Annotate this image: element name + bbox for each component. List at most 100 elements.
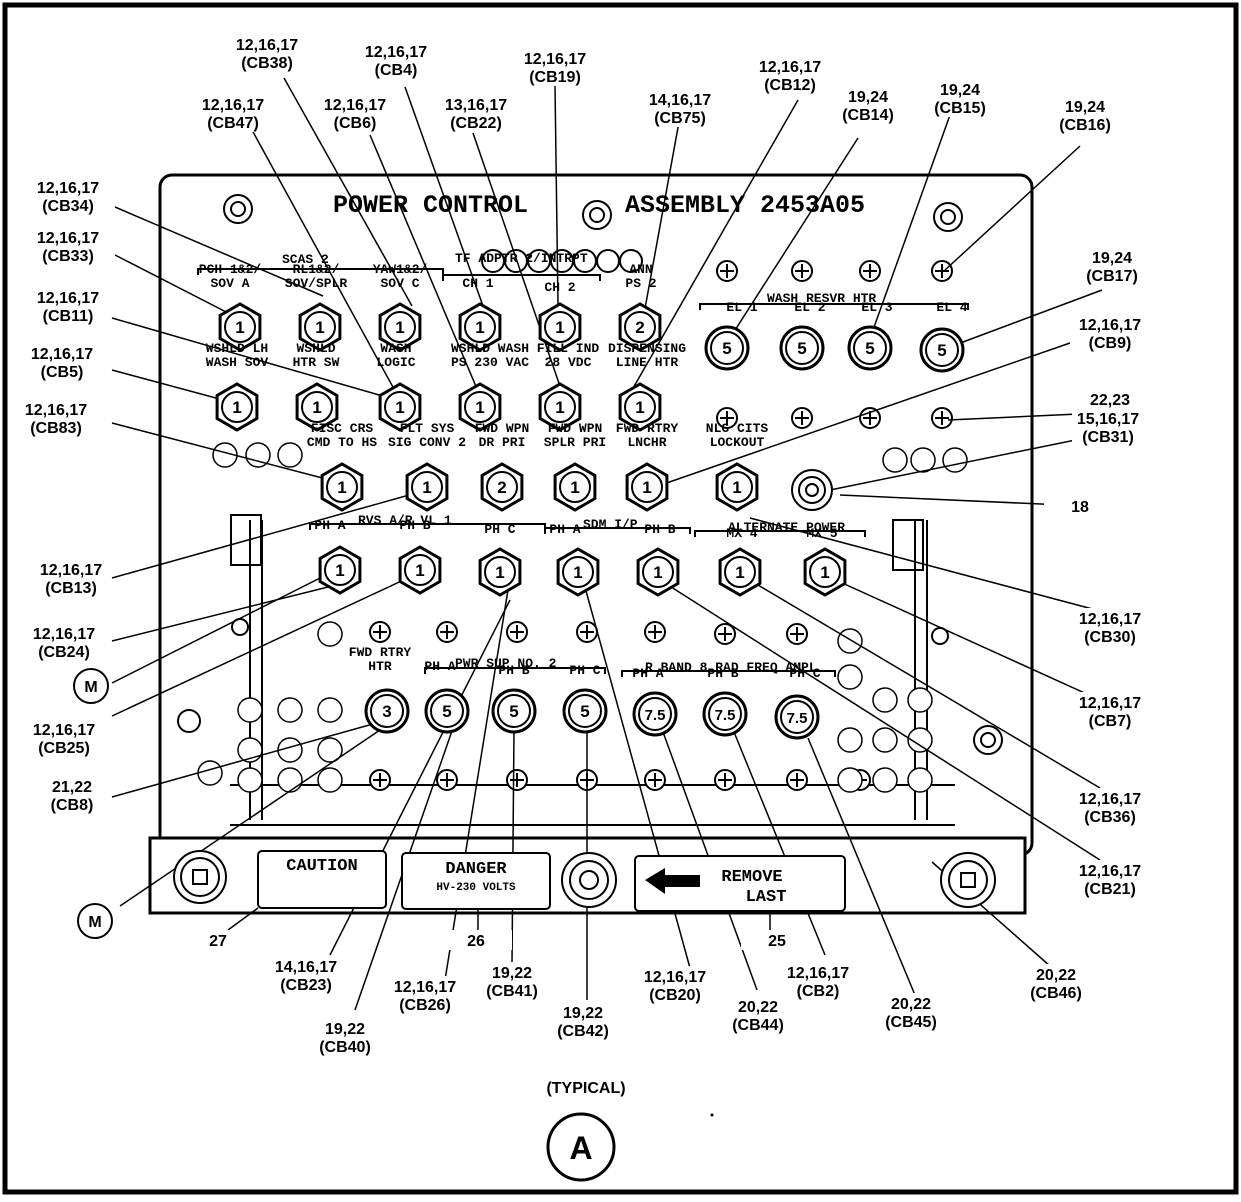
circuit-breaker-r4-f[interactable]: 1 bbox=[718, 547, 762, 597]
vent-hole bbox=[277, 442, 303, 468]
vent-hole bbox=[907, 727, 933, 753]
callout-cb: (CB22) bbox=[450, 115, 502, 132]
breaker-label-line1: FWD RTRY bbox=[349, 645, 412, 660]
circuit-breaker-r5-e[interactable]: 7.5 bbox=[632, 691, 678, 737]
vent-hole bbox=[317, 767, 343, 793]
circuit-breaker-r3-e[interactable]: 1 bbox=[625, 462, 669, 512]
screw-head bbox=[369, 621, 391, 643]
callout-18: 18 bbox=[1044, 496, 1116, 516]
callout-refs: 12,16,17 bbox=[202, 97, 264, 114]
callout-cb: (CB8) bbox=[51, 797, 94, 814]
vent-hole bbox=[277, 697, 303, 723]
vent-hole bbox=[837, 727, 863, 753]
circuit-breaker-r2-e[interactable]: 1 bbox=[538, 382, 582, 432]
callout-refs: 14,16,17 bbox=[275, 959, 337, 976]
circuit-breaker-r5-b[interactable]: 5 bbox=[424, 688, 470, 734]
top-hole-row bbox=[481, 249, 643, 273]
circuit-breaker-r1-c[interactable]: 1 bbox=[378, 302, 422, 352]
breaker-rating: 5 bbox=[442, 702, 451, 721]
circuit-breaker-r2-c[interactable]: 1 bbox=[378, 382, 422, 432]
circuit-breaker-r3-f[interactable]: 1 bbox=[715, 462, 759, 512]
callout-cb40: 19,22(CB40) bbox=[309, 1018, 381, 1056]
circuit-breaker-r4-e[interactable]: 1 bbox=[636, 547, 680, 597]
circuit-breaker-r5-g[interactable]: 7.5 bbox=[774, 694, 820, 740]
callout-refs: 21,22 bbox=[52, 779, 92, 796]
callout-cb5: 12,16,17(CB5) bbox=[26, 343, 98, 381]
circuit-breaker-r4-a[interactable]: 1 bbox=[318, 545, 362, 595]
callout-cb: (CB41) bbox=[486, 983, 538, 1000]
breaker-label-line2: LOCKOUT bbox=[710, 435, 765, 450]
vent-hole bbox=[882, 447, 908, 473]
callout-refs: 19,22 bbox=[492, 965, 532, 982]
circuit-breaker-r2-d[interactable]: 1 bbox=[458, 382, 502, 432]
callout-cb: (CB47) bbox=[207, 115, 259, 132]
breaker-rating: 5 bbox=[797, 339, 806, 358]
breaker-label-line2: PH B bbox=[644, 522, 675, 537]
breaker-label-line2: PH B bbox=[707, 666, 738, 681]
vent-hole bbox=[872, 687, 898, 713]
circuit-breaker-r1-a[interactable]: 1 bbox=[218, 302, 262, 352]
screw-head bbox=[436, 769, 458, 791]
callout-refs: 12,16,17 bbox=[644, 969, 706, 986]
circuit-breaker-r3-d[interactable]: 1 bbox=[553, 462, 597, 512]
circuit-breaker-r1-d[interactable]: 1 bbox=[458, 302, 502, 352]
callout-annotations: 12,16,17(CB38)12,16,17(CB4)12,16,17(CB19… bbox=[20, 34, 1148, 1056]
circuit-breaker-r3-b[interactable]: 1 bbox=[405, 462, 449, 512]
breaker-label-line2: MX 5 bbox=[806, 526, 837, 541]
circuit-breaker-r1-f[interactable]: 2 bbox=[618, 302, 662, 352]
circuit-breaker-r5-f[interactable]: 7.5 bbox=[702, 691, 748, 737]
circuit-breaker-el-3[interactable]: 5 bbox=[847, 325, 893, 371]
circuit-breaker-r2-b[interactable]: 1 bbox=[295, 382, 339, 432]
breaker-rating: 1 bbox=[573, 563, 582, 582]
leader-line bbox=[111, 317, 394, 400]
callout-cb: (CB7) bbox=[1089, 713, 1132, 730]
circuit-breaker-r1-b[interactable]: 1 bbox=[298, 302, 342, 352]
circuit-breaker-r4-g[interactable]: 1 bbox=[803, 547, 847, 597]
breaker-label-line2: LINE HTR bbox=[616, 355, 679, 370]
callout-cb83: 12,16,17(CB83) bbox=[20, 399, 92, 437]
callout-refs: 12,16,17 bbox=[1079, 611, 1141, 628]
breaker-rating: 1 bbox=[235, 318, 244, 337]
breaker-label-line2: SOV A bbox=[210, 276, 249, 291]
circuit-breaker-r4-b[interactable]: 1 bbox=[398, 545, 442, 595]
circuit-breaker-r5-d[interactable]: 5 bbox=[562, 688, 608, 734]
leader-line bbox=[472, 132, 563, 393]
callout-refs: 12,16,17 bbox=[324, 97, 386, 114]
callout-2223: 22,23 bbox=[1074, 389, 1146, 409]
callout-cb34: 12,16,17(CB34) bbox=[32, 177, 104, 215]
callout-cb45: 20,22(CB45) bbox=[875, 993, 947, 1031]
circuit-breaker-r3-a[interactable]: 1 bbox=[320, 462, 364, 512]
circuit-breaker-el-2[interactable]: 5 bbox=[779, 325, 825, 371]
breaker-label-line2: SOV C bbox=[380, 276, 419, 291]
leader-line bbox=[119, 729, 381, 907]
screw-head bbox=[931, 260, 953, 282]
circuit-breaker-r2-f[interactable]: 1 bbox=[618, 382, 662, 432]
breaker-rating: 1 bbox=[337, 478, 346, 497]
breaker-label-line1: WSHLD bbox=[296, 341, 335, 356]
circuit-breaker-r5-a[interactable]: 3 bbox=[364, 688, 410, 734]
callout-cb: (CB36) bbox=[1084, 809, 1136, 826]
callout-cb: (CB44) bbox=[732, 1017, 784, 1034]
vent-hole bbox=[907, 687, 933, 713]
callout-cb: (CB2) bbox=[797, 983, 840, 1000]
vent-hole bbox=[317, 737, 343, 763]
danger-plate: DANGER HV-230 VOLTS bbox=[401, 852, 551, 910]
circuit-breaker-r3-c[interactable]: 2 bbox=[480, 462, 524, 512]
circuit-breaker-r4-c[interactable]: 1 bbox=[478, 547, 522, 597]
circuit-breaker-r4-d[interactable]: 1 bbox=[556, 547, 600, 597]
callout-refs: 12,16,17 bbox=[524, 51, 586, 68]
last-text: LAST bbox=[746, 888, 787, 907]
callout-cb15: 19,24(CB15) bbox=[924, 79, 996, 117]
circuit-breaker-r2-a[interactable]: 1 bbox=[215, 382, 259, 432]
vent-hole bbox=[837, 628, 863, 654]
circuit-breaker-r1-e[interactable]: 1 bbox=[538, 302, 582, 352]
breaker-rating: 1 bbox=[555, 318, 564, 337]
breaker-label-line2: PH C bbox=[484, 522, 515, 537]
circuit-breaker-el-1[interactable]: 5 bbox=[704, 325, 750, 371]
circuit-breaker-r5-c[interactable]: 5 bbox=[491, 688, 537, 734]
callout-26: 26 bbox=[440, 930, 512, 950]
caution-text: CAUTION bbox=[286, 857, 357, 876]
leader-line bbox=[667, 584, 1101, 861]
circuit-breaker-el-4[interactable]: 5 bbox=[919, 327, 965, 373]
